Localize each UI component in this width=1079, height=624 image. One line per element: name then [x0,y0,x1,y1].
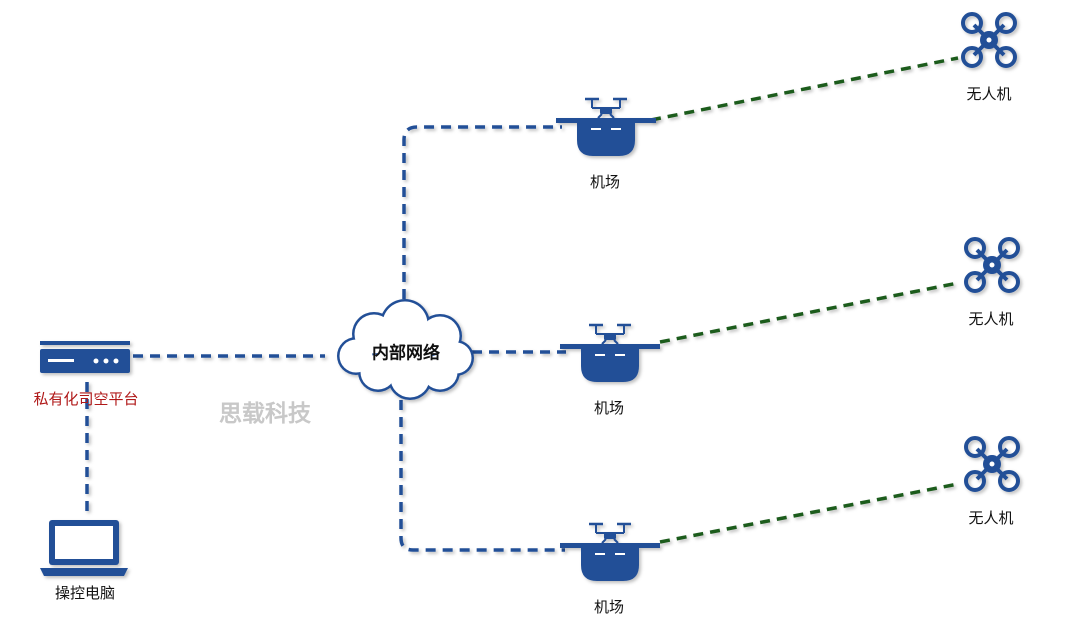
dock-label: 机场 [593,399,625,417]
platform-label: 私有化司空平台 [33,390,139,408]
watermark-text: 思载科技 [219,401,311,427]
drone-dock-icon [558,323,662,384]
quadcopter-icon [964,237,1020,293]
computer-label: 操控电脑 [54,584,116,602]
link-dock-drone-2 [659,281,959,344]
quadcopter-icon [964,436,1020,492]
link-network-dock-1 [402,125,562,316]
quadcopter-icon [961,12,1017,68]
dock-label: 机场 [593,598,625,616]
dock-label: 机场 [589,173,621,191]
laptop-icon [40,520,128,576]
link-network-dock-3 [399,400,565,552]
server-icon [40,341,130,373]
drone-dock-icon [554,97,658,158]
drone-label: 无人机 [968,310,1014,328]
cloud-icon [337,299,474,400]
link-dock-drone-1 [650,56,959,122]
drone-label: 无人机 [966,85,1012,103]
drone-label: 无人机 [968,509,1014,527]
network-label: 内部网络 [372,343,440,364]
link-dock-drone-3 [659,482,959,544]
drone-dock-icon [558,522,662,583]
